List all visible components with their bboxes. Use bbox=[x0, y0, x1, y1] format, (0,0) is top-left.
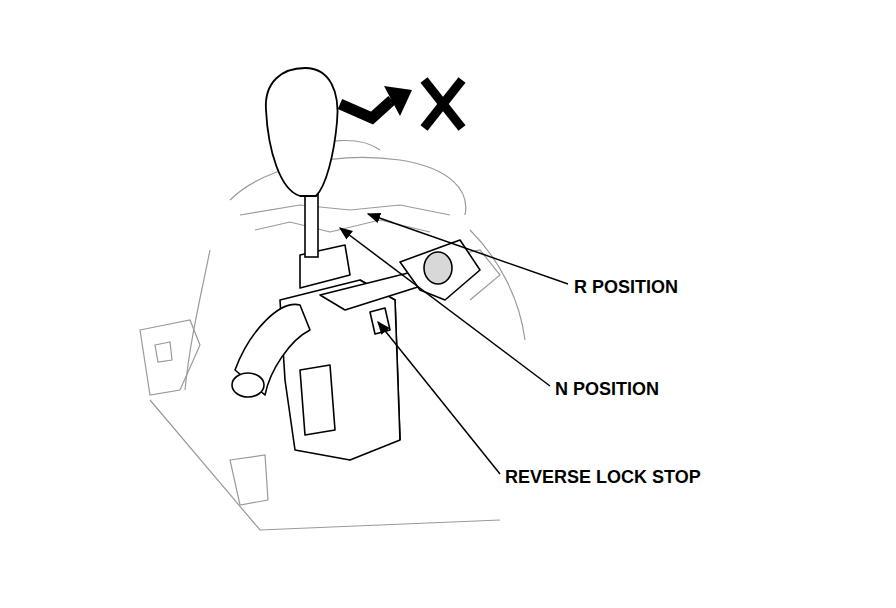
shift-knob bbox=[266, 68, 338, 196]
lever-assembly bbox=[232, 240, 480, 460]
leader-lines bbox=[340, 214, 568, 474]
part-label: N POSITION bbox=[555, 380, 659, 398]
part-label: REVERSE LOCK STOP bbox=[505, 468, 701, 486]
prohibited-motion-symbol bbox=[340, 80, 462, 128]
part-label: R POSITION bbox=[574, 278, 678, 296]
lever-shaft bbox=[305, 192, 318, 257]
console-outline bbox=[140, 141, 525, 530]
